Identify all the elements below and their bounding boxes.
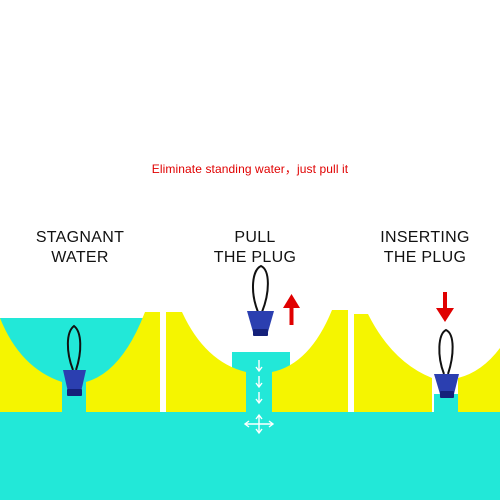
- panel-1-title-line-1: STAGNANT: [35, 229, 125, 246]
- panel-2-hull-right: [272, 310, 348, 412]
- panel-1-title: STAGNANT WATER: [0, 228, 160, 268]
- panel-2-hull-left: [166, 312, 246, 412]
- divider-1: [160, 300, 166, 412]
- panel-2-plug: [247, 311, 274, 336]
- panel-2-pull-up-arrow: [283, 294, 300, 325]
- panel-1-title-line-2: WATER: [51, 249, 109, 266]
- panel-1: [0, 312, 160, 412]
- panel-3-plug-cord: [438, 328, 454, 375]
- panel-3-title-line-1: INSERTING: [380, 229, 470, 246]
- panel-2-plug-cord: [252, 264, 269, 313]
- outside-water: [0, 412, 500, 500]
- panel-3-hull-right: [458, 348, 500, 412]
- panel-3-insert-down-arrow: [436, 292, 454, 322]
- panel-2-title: PULL THE PLUG: [170, 228, 340, 268]
- panel-1-plug-cord: [66, 324, 82, 371]
- panel-3-title: INSERTING THE PLUG: [350, 228, 500, 268]
- caption: Eliminate standing water，just pull it: [151, 162, 349, 176]
- panel-2-flow-arrows: [243, 360, 275, 435]
- panel-2-title-line-1: PULL: [234, 229, 276, 246]
- panel-3-plug: [434, 374, 459, 398]
- panel-1-plug: [63, 370, 86, 396]
- panel-3-title-line-2: THE PLUG: [383, 249, 467, 266]
- panel-1-hull-right: [86, 312, 160, 412]
- panel-2-title-line-2: THE PLUG: [213, 249, 297, 266]
- panel-2-open-drain: [246, 366, 272, 412]
- panel-2: [166, 264, 348, 435]
- panel-1-hull-left: [0, 318, 62, 412]
- divider-2: [348, 300, 354, 412]
- panel-3-scupper-hole: [434, 394, 458, 412]
- panel-3-hull-left: [354, 314, 432, 412]
- panel-3: [354, 292, 500, 412]
